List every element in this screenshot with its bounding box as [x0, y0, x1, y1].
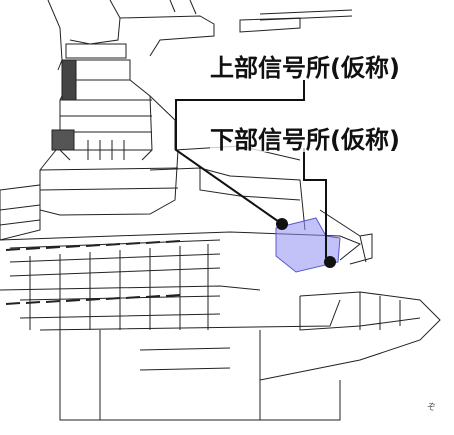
callout-label-upper-signal-station: 上部信号所(仮称) — [210, 54, 400, 82]
artist-signature: ぞ — [426, 403, 436, 413]
leader-line-lower — [303, 148, 327, 258]
marker-dot-lower — [324, 256, 336, 268]
leader-line-upper — [175, 80, 305, 225]
tower-body — [39, 129, 306, 231]
bridge-deck — [0, 184, 361, 331]
highlighted-station — [275, 217, 341, 273]
callout-label-lower-signal-station: 下部信号所(仮称) — [210, 126, 400, 154]
marker-dot-upper — [276, 218, 288, 230]
lower-structure — [59, 209, 441, 421]
deck-railings — [5, 240, 181, 305]
